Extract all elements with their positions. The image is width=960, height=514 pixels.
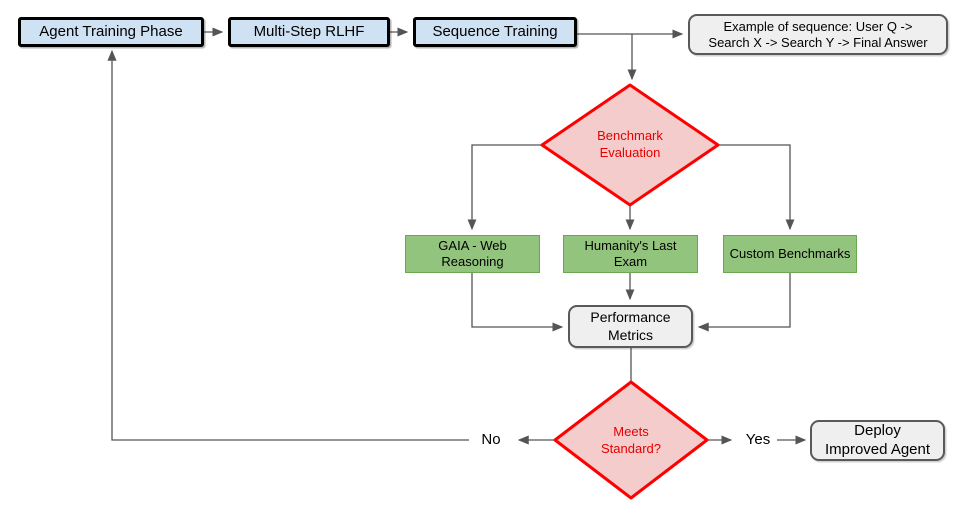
meets-standard-line2: Standard? — [601, 440, 661, 456]
meets-standard-label: Meets Standard? — [561, 424, 701, 458]
custom-benchmarks-label: Custom Benchmarks — [729, 246, 851, 262]
edge-no-feedback-to-agent-training — [107, 49, 469, 441]
deploy-line2: Improved Agent — [824, 440, 931, 458]
gaia-line1: GAIA - Web — [438, 238, 507, 254]
gaia-web-reasoning-node: GAIA - Web Reasoning — [405, 235, 540, 273]
sequence-training-label: Sequence Training — [432, 22, 558, 40]
multi-step-rlhf-label: Multi-Step RLHF — [253, 22, 365, 40]
no-edge-label: No — [481, 431, 501, 448]
edge-gaia-to-metrics — [471, 273, 564, 332]
performance-metrics-node: Performance Metrics — [568, 305, 693, 348]
edge-benchmark-to-custom — [718, 144, 795, 231]
benchmark-evaluation-diamond — [540, 83, 720, 207]
gaia-line2: Reasoning — [441, 254, 504, 269]
deploy-improved-agent-node: Deploy Improved Agent — [810, 420, 945, 461]
sequence-training-node: Sequence Training — [413, 17, 577, 47]
performance-metrics-line2: Metrics — [607, 326, 654, 343]
meets-standard-diamond — [553, 380, 709, 500]
custom-benchmarks-node: Custom Benchmarks — [723, 235, 857, 273]
performance-metrics-line1: Performance — [590, 309, 671, 326]
edge-benchmark-to-gaia — [467, 144, 542, 231]
example-sequence-line2: Search X -> Search Y -> Final Answer — [708, 34, 928, 50]
edge-custom-to-metrics — [697, 273, 791, 332]
meets-standard-line1: Meets — [613, 424, 649, 439]
agent-training-phase-node: Agent Training Phase — [18, 17, 204, 47]
agent-training-phase-label: Agent Training Phase — [39, 22, 183, 40]
humanitys-last-exam-node: Humanity's Last Exam — [563, 235, 698, 273]
multi-step-rlhf-node: Multi-Step RLHF — [228, 17, 390, 47]
benchmark-evaluation-line2: Evaluation — [599, 144, 661, 160]
humanitys-last-exam-line2: Exam — [613, 254, 648, 269]
deploy-line1: Deploy — [854, 422, 901, 440]
humanitys-last-exam-line1: Humanity's Last — [584, 238, 677, 254]
example-sequence-note: Example of sequence: User Q -> Search X … — [688, 14, 948, 55]
yes-edge-label: Yes — [745, 431, 771, 448]
benchmark-evaluation-line1: Benchmark — [597, 128, 663, 143]
benchmark-evaluation-label: Benchmark Evaluation — [560, 128, 700, 162]
example-sequence-line1: Example of sequence: User Q -> — [723, 18, 913, 34]
